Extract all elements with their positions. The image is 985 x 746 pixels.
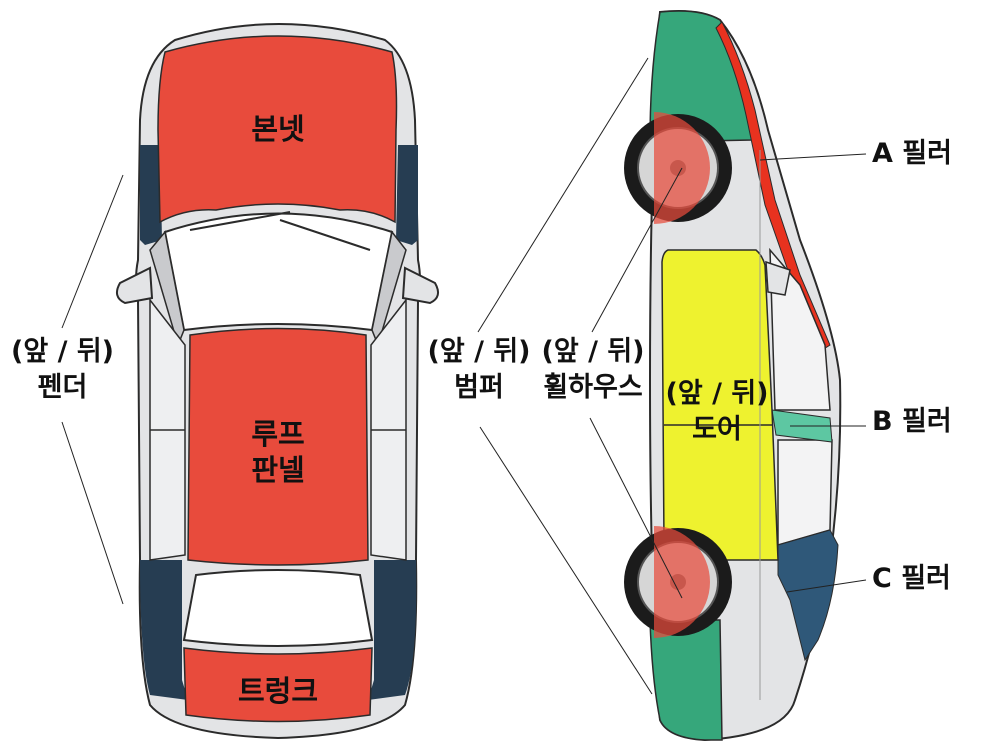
wheelhouse-label-line2: 휠하우스 — [543, 372, 643, 403]
rear-wheelhouse-fill — [654, 526, 710, 638]
bonnet-label: 본넷 — [251, 112, 305, 146]
wheelhouse-leader-top — [591, 167, 683, 333]
side-mirror — [765, 260, 791, 296]
roof-label-line2: 판넬 — [251, 453, 305, 487]
rear-window — [182, 569, 374, 647]
side-view-car — [624, 10, 842, 742]
rear-right-fender — [368, 560, 417, 700]
rear-left-fender — [140, 560, 188, 700]
fender-label-line2: 펜더 — [37, 372, 88, 403]
windshield — [163, 212, 394, 332]
left-mirror — [115, 266, 154, 305]
wheelhouse-label-line1: (앞 / 뒤) — [541, 336, 645, 367]
roof-panel — [187, 327, 369, 566]
front-left-fender — [140, 145, 162, 245]
bumper-leader-bottom — [479, 426, 653, 695]
a-pillar-label: A 필러 — [872, 138, 952, 169]
top-view-car — [115, 23, 440, 740]
a-pillar-leader — [759, 153, 867, 161]
c-pillar-leader — [786, 579, 867, 593]
rear-bumper — [649, 619, 723, 741]
c-pillar-label: C 필러 — [872, 563, 951, 594]
roof-label-line1: 루프 — [251, 417, 305, 451]
fender-leader-top — [61, 174, 124, 329]
door-label-line1: (앞 / 뒤) — [665, 378, 769, 409]
bumper-leader-top — [477, 57, 649, 333]
door-label-line2: 도어 — [692, 414, 742, 445]
bumper-label-line1: (앞 / 뒤) — [427, 336, 531, 367]
wheelhouse-leader-bottom — [589, 417, 683, 599]
bonnet-panel — [157, 35, 398, 224]
fender-leader-bottom — [61, 421, 124, 605]
c-pillar — [777, 529, 839, 662]
leader-lines — [61, 57, 867, 695]
fender-label-line1: (앞 / 뒤) — [10, 336, 115, 367]
bumper-label-line2: 범퍼 — [454, 372, 504, 403]
right-mirror — [401, 266, 440, 305]
side-rear-window — [777, 439, 833, 546]
b-pillar-label: B 필러 — [872, 406, 952, 437]
trunk-panel — [183, 647, 373, 723]
wiper-left — [189, 211, 291, 231]
trunk-label: 트렁크 — [237, 674, 319, 708]
wiper-right — [279, 219, 371, 251]
front-right-fender — [396, 145, 418, 245]
